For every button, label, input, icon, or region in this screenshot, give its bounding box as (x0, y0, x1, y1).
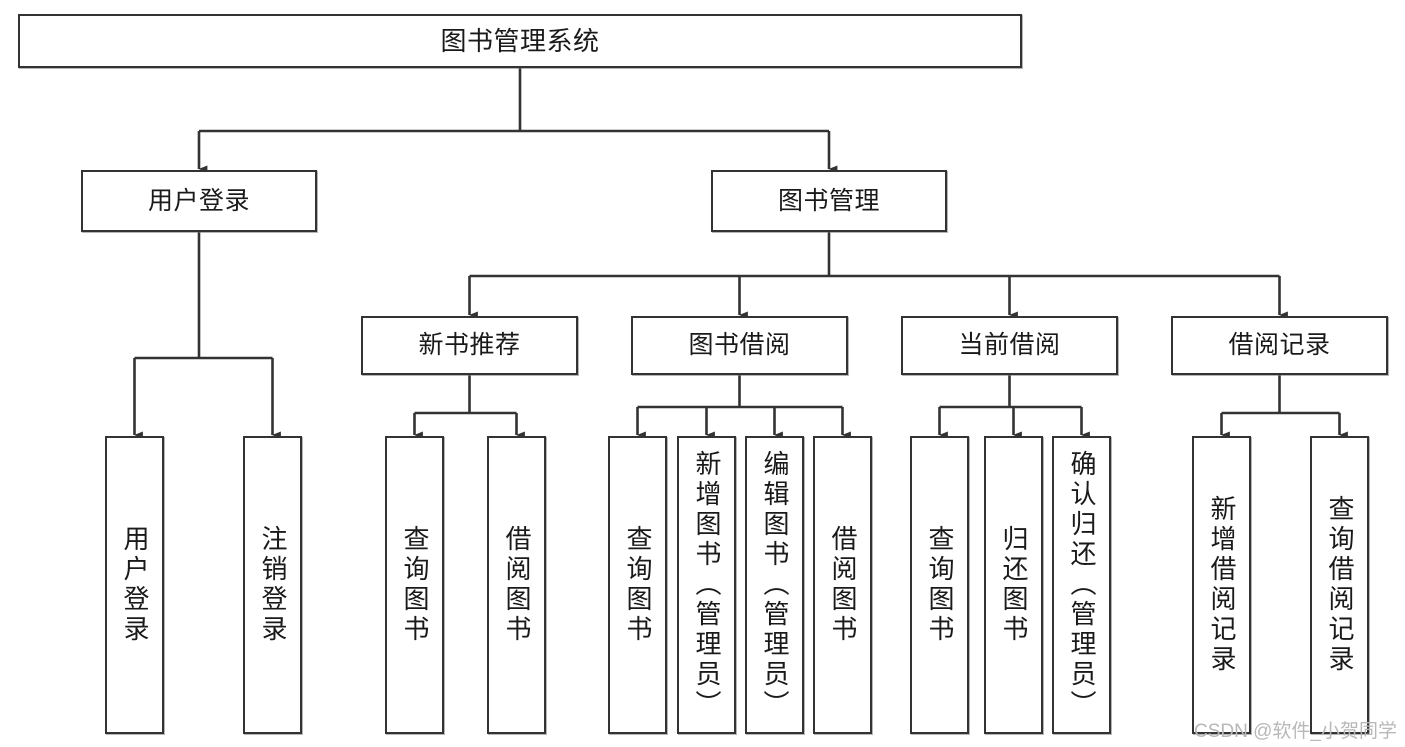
node-new-book-recommend-label: 新书推荐 (418, 331, 521, 359)
node-leaf-query-book-2-label: 查询图书 (623, 525, 654, 645)
node-leaf-query-book-3-label: 查询图书 (925, 525, 956, 645)
node-borrow-record-label: 借阅记录 (1228, 331, 1331, 359)
node-book-borrow-label: 图书借阅 (688, 331, 791, 359)
node-leaf-query-book-1-label: 查询图书 (400, 525, 431, 645)
node-leaf-logout-login-label: 注销登录 (258, 525, 289, 645)
node-leaf-borrow-book-1-label: 借阅图书 (502, 525, 533, 645)
node-leaf-borrow-book-2[interactable]: 借阅图书 (813, 436, 872, 734)
node-leaf-edit-book-admin-label: 编辑图书（管理员） (760, 450, 791, 720)
node-leaf-add-book-admin-label: 新增图书（管理员） (692, 450, 723, 720)
watermark-text: CSDN @软件_小贺同学 (1194, 721, 1397, 742)
node-borrow-record[interactable]: 借阅记录 (1171, 316, 1388, 375)
node-book-borrow[interactable]: 图书借阅 (631, 316, 848, 375)
node-leaf-add-borrow-record-label: 新增借阅记录 (1207, 495, 1238, 675)
node-book-manage[interactable]: 图书管理 (711, 170, 947, 232)
node-leaf-query-borrow-record[interactable]: 查询借阅记录 (1310, 436, 1369, 734)
node-leaf-query-borrow-record-label: 查询借阅记录 (1325, 495, 1356, 675)
node-leaf-borrow-book-1[interactable]: 借阅图书 (487, 436, 546, 734)
node-leaf-borrow-book-2-label: 借阅图书 (828, 525, 859, 645)
node-leaf-query-book-2[interactable]: 查询图书 (608, 436, 667, 734)
node-leaf-user-login[interactable]: 用户登录 (105, 436, 164, 734)
node-leaf-query-book-1[interactable]: 查询图书 (385, 436, 444, 734)
node-root[interactable]: 图书管理系统 (18, 14, 1022, 68)
node-leaf-confirm-return-admin[interactable]: 确认归还（管理员） (1052, 436, 1111, 734)
node-leaf-return-book-label: 归还图书 (999, 525, 1030, 645)
node-current-borrow-label: 当前借阅 (958, 331, 1061, 359)
node-leaf-query-book-3[interactable]: 查询图书 (910, 436, 969, 734)
node-leaf-user-login-label: 用户登录 (120, 525, 151, 645)
node-leaf-add-book-admin[interactable]: 新增图书（管理员） (677, 436, 736, 734)
node-book-manage-label: 图书管理 (777, 186, 880, 215)
node-leaf-confirm-return-admin-label: 确认归还（管理员） (1067, 450, 1098, 720)
node-leaf-logout-login[interactable]: 注销登录 (243, 436, 302, 734)
node-new-book-recommend[interactable]: 新书推荐 (361, 316, 578, 375)
node-user-login[interactable]: 用户登录 (81, 170, 317, 232)
node-leaf-return-book[interactable]: 归还图书 (984, 436, 1043, 734)
node-current-borrow[interactable]: 当前借阅 (901, 316, 1118, 375)
node-root-label: 图书管理系统 (440, 25, 600, 56)
edges-group (133, 68, 1348, 439)
node-leaf-add-borrow-record[interactable]: 新增借阅记录 (1192, 436, 1251, 734)
node-user-login-label: 用户登录 (147, 186, 250, 215)
node-leaf-edit-book-admin[interactable]: 编辑图书（管理员） (745, 436, 804, 734)
